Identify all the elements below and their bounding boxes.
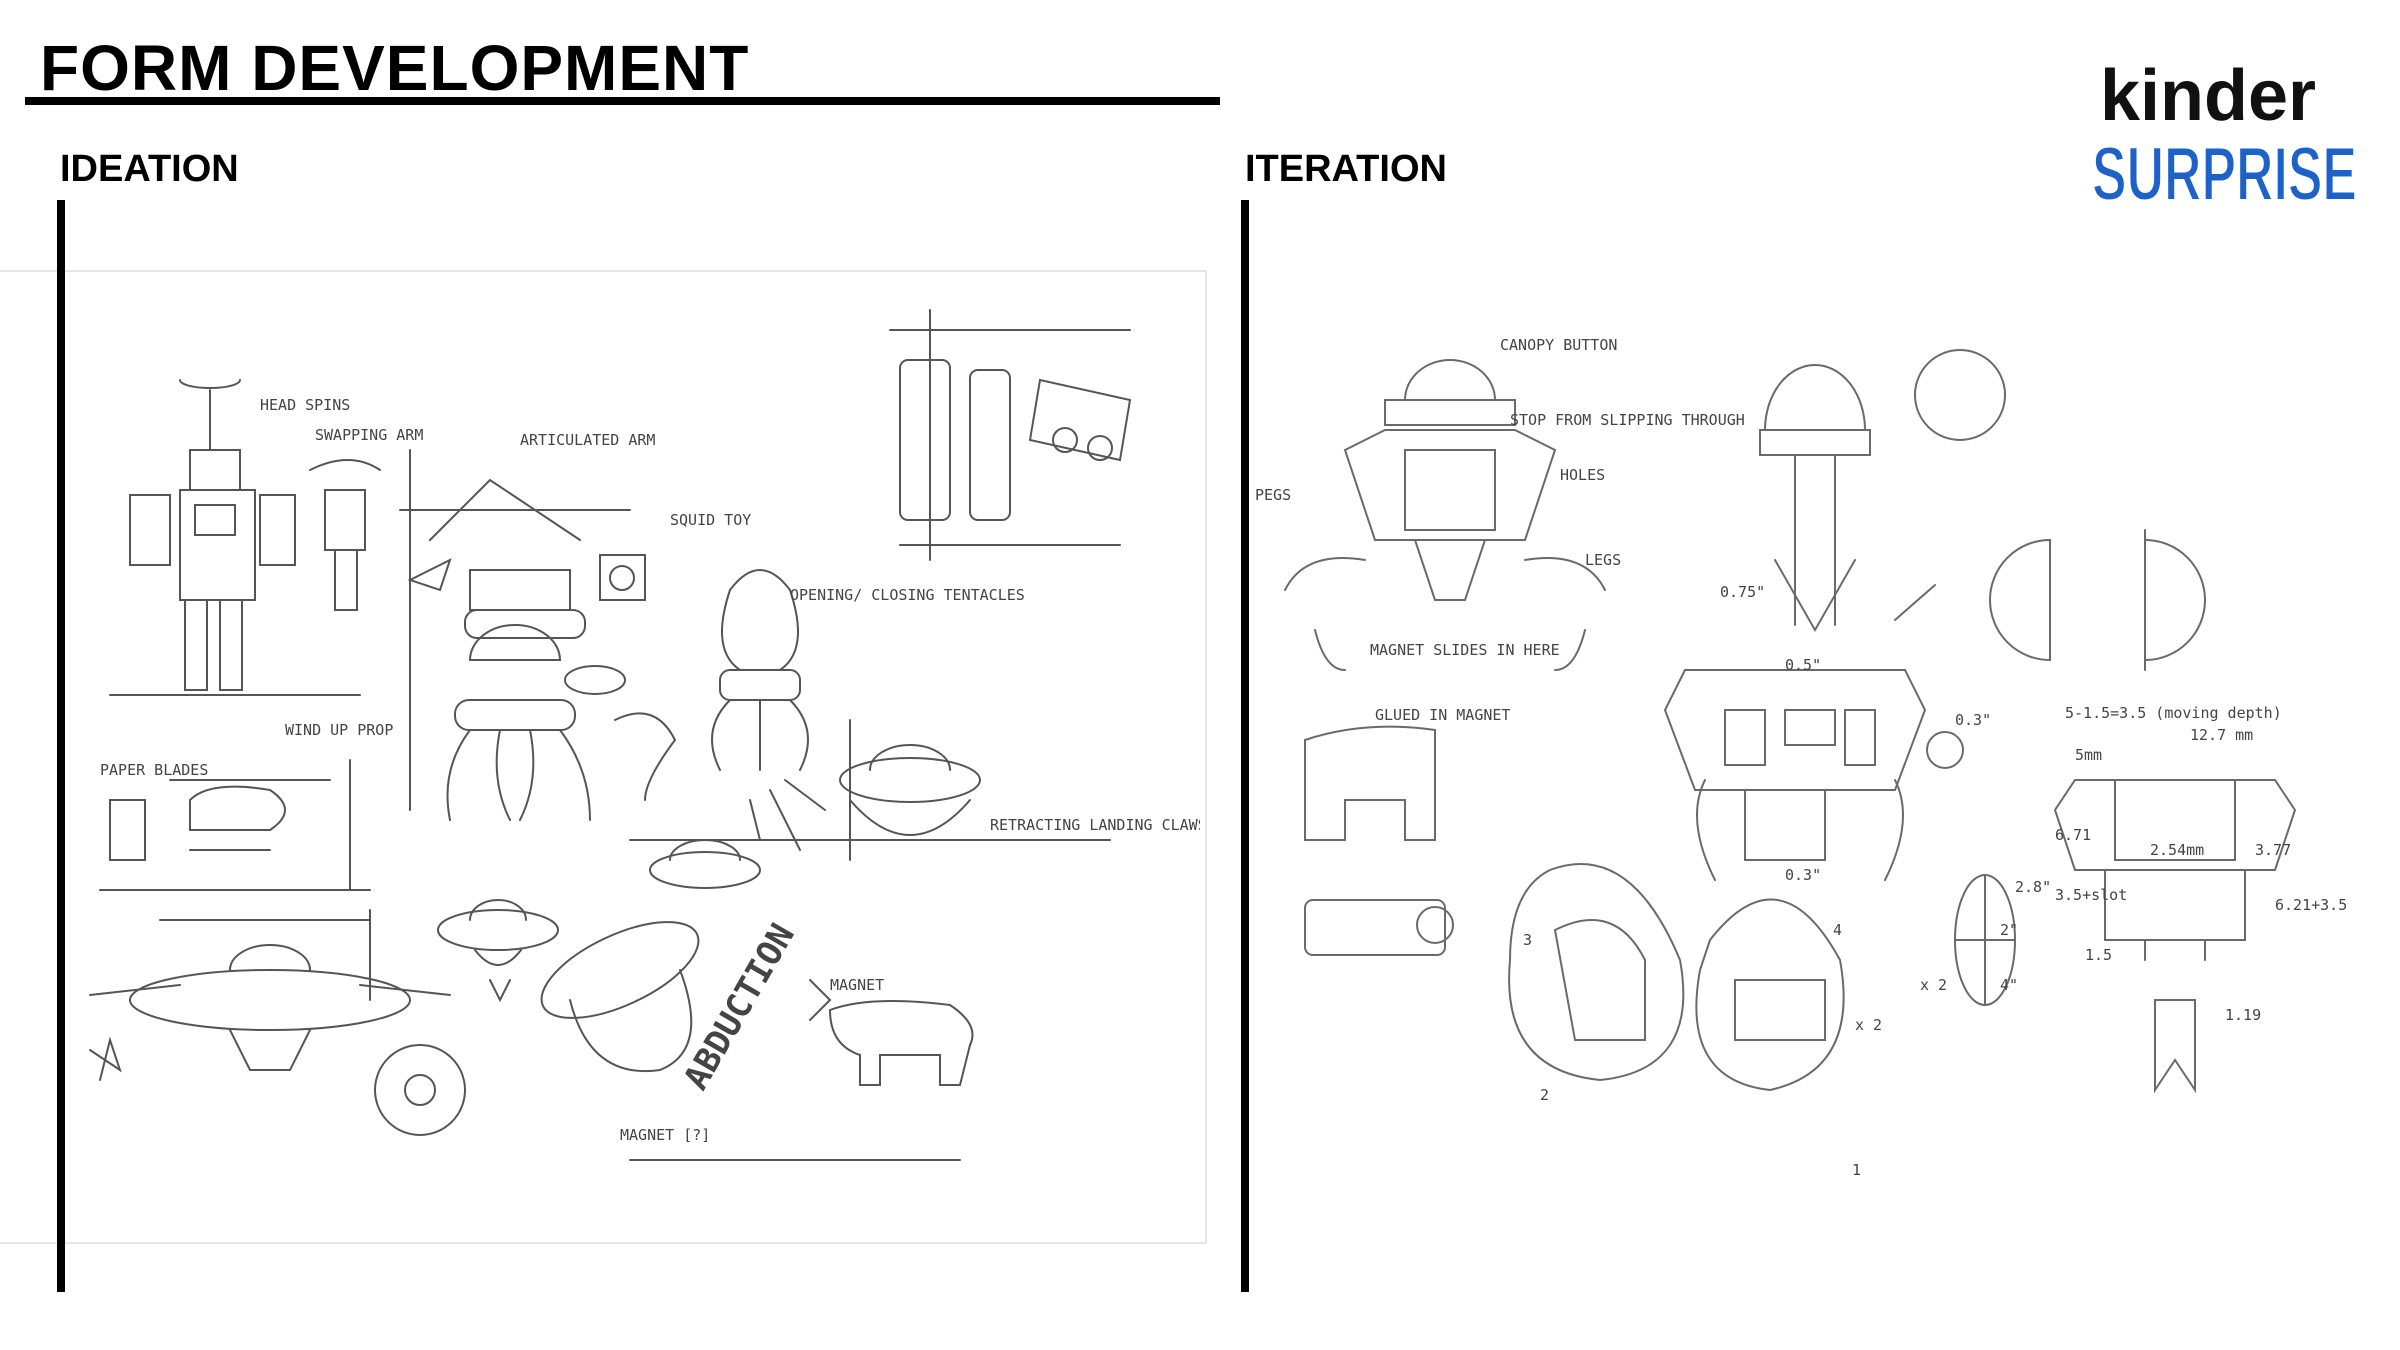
half-dome-sketch <box>1989 529 2206 671</box>
dim-621: 6.21+3.5 <box>2275 896 2347 914</box>
note-canopy-button: CANOPY BUTTON <box>1500 336 1617 354</box>
ideation-divider <box>57 200 65 1292</box>
note-magnet-q: MAGNET [?] <box>620 1126 710 1144</box>
dim-5mm: 5mm <box>2075 746 2102 764</box>
note-articulated-arm: ARTICULATED ARM <box>520 431 655 449</box>
callout-4: 4 <box>1833 921 1842 939</box>
cow-sketch <box>629 979 974 1161</box>
note-paper-blades: PAPER BLADES <box>100 761 208 779</box>
dim-4: 4" <box>2000 976 2018 994</box>
dim-254: 2.54mm <box>2150 841 2204 859</box>
squid-sketch <box>711 569 809 771</box>
note-abduction: ABDUCTION <box>676 917 803 1097</box>
ufo-sketch-large <box>89 909 466 1136</box>
car-sketch <box>889 309 1132 561</box>
note-magnet: MAGNET <box>830 976 884 994</box>
note-holes: HOLES <box>1560 466 1605 484</box>
dim-moving-depth: 5-1.5=3.5 (moving depth) <box>2065 704 2282 722</box>
note-magnet-slides: MAGNET SLIDES IN HERE <box>1370 641 1560 659</box>
note-retracting-claws: RETRACTING LANDING CLAWS? <box>990 816 1200 834</box>
note-x2a: x 2 <box>1920 976 1947 994</box>
dim-15: 1.5 <box>2085 946 2112 964</box>
ideation-sheet <box>0 270 1207 1244</box>
callout-1: 1 <box>1852 1161 1861 1179</box>
iteration-sketches: CANOPY BUTTON STOP FROM SLIPPING THROUGH… <box>1255 300 2395 1220</box>
title-underline <box>25 97 1220 105</box>
note-wind-up-prop: WIND UP PROP <box>285 721 393 739</box>
logo-kinder-k: kinder <box>2100 56 2316 136</box>
ideation-sketches: HEAD SPINS SWAPPING ARM ARTICULATED ARM <box>70 280 1200 1230</box>
ufo-sketch-right <box>629 719 1111 861</box>
callout-2: 2 <box>1540 1086 1549 1104</box>
egg-section-sketch <box>1508 863 2016 1092</box>
note-opening-tentacles: OPENING/ CLOSING TENTACLES <box>790 586 1025 604</box>
dim-119: 1.19 <box>2225 1006 2261 1024</box>
page-title: FORM DEVELOPMENT <box>40 32 750 104</box>
note-head-spins: HEAD SPINS <box>260 396 350 414</box>
note-stop-slipping: STOP FROM SLIPPING THROUGH <box>1510 411 1745 429</box>
dim-075: 0.75" <box>1720 583 1765 601</box>
body-front-sketch <box>1663 584 1964 881</box>
abduction-sketch <box>540 779 826 1073</box>
dimensioned-part-sketch <box>2053 779 2297 1094</box>
dim-03b: 0.3" <box>1785 866 1821 884</box>
kinder-surprise-logo: kinder SURPRISE <box>2080 50 2370 218</box>
note-swapping-arm: SWAPPING ARM <box>315 426 423 444</box>
dim-35slot: 3.5+slot <box>2055 886 2127 904</box>
note-x2b: x 2 <box>1855 1016 1882 1034</box>
iteration-label: ITERATION <box>1245 148 1447 190</box>
dome-section-sketch <box>1759 349 2006 633</box>
exploded-view-sketch <box>1284 359 1606 671</box>
magnet-body-sketch <box>1304 725 1454 956</box>
dim-671: 6.71 <box>2055 826 2091 844</box>
octopus-sketch <box>446 624 677 821</box>
note-pegs: PEGS <box>1255 486 1291 504</box>
callout-3: 3 <box>1523 931 1532 949</box>
excavator-sketch <box>399 449 646 811</box>
dim-2: 2" <box>2000 921 2018 939</box>
helicopter-sketch <box>99 694 371 891</box>
note-glued-magnet: GLUED IN MAGNET <box>1375 706 1510 724</box>
note-squid-toy: SQUID TOY <box>670 511 751 529</box>
dim-127: 12.7 mm <box>2190 726 2253 744</box>
dim-03: 0.3" <box>1955 711 1991 729</box>
note-legs: LEGS <box>1585 551 1621 569</box>
robot-sketch <box>129 379 381 691</box>
iteration-divider <box>1241 200 1249 1292</box>
logo-surprise: SURPRISE <box>2092 132 2357 210</box>
ufo-sketch-small <box>437 899 559 1003</box>
dim-28: 2.8" <box>2015 878 2051 896</box>
dim-377: 3.77 <box>2255 841 2291 859</box>
dim-05: 0.5" <box>1785 656 1821 674</box>
ideation-label: IDEATION <box>60 148 239 190</box>
